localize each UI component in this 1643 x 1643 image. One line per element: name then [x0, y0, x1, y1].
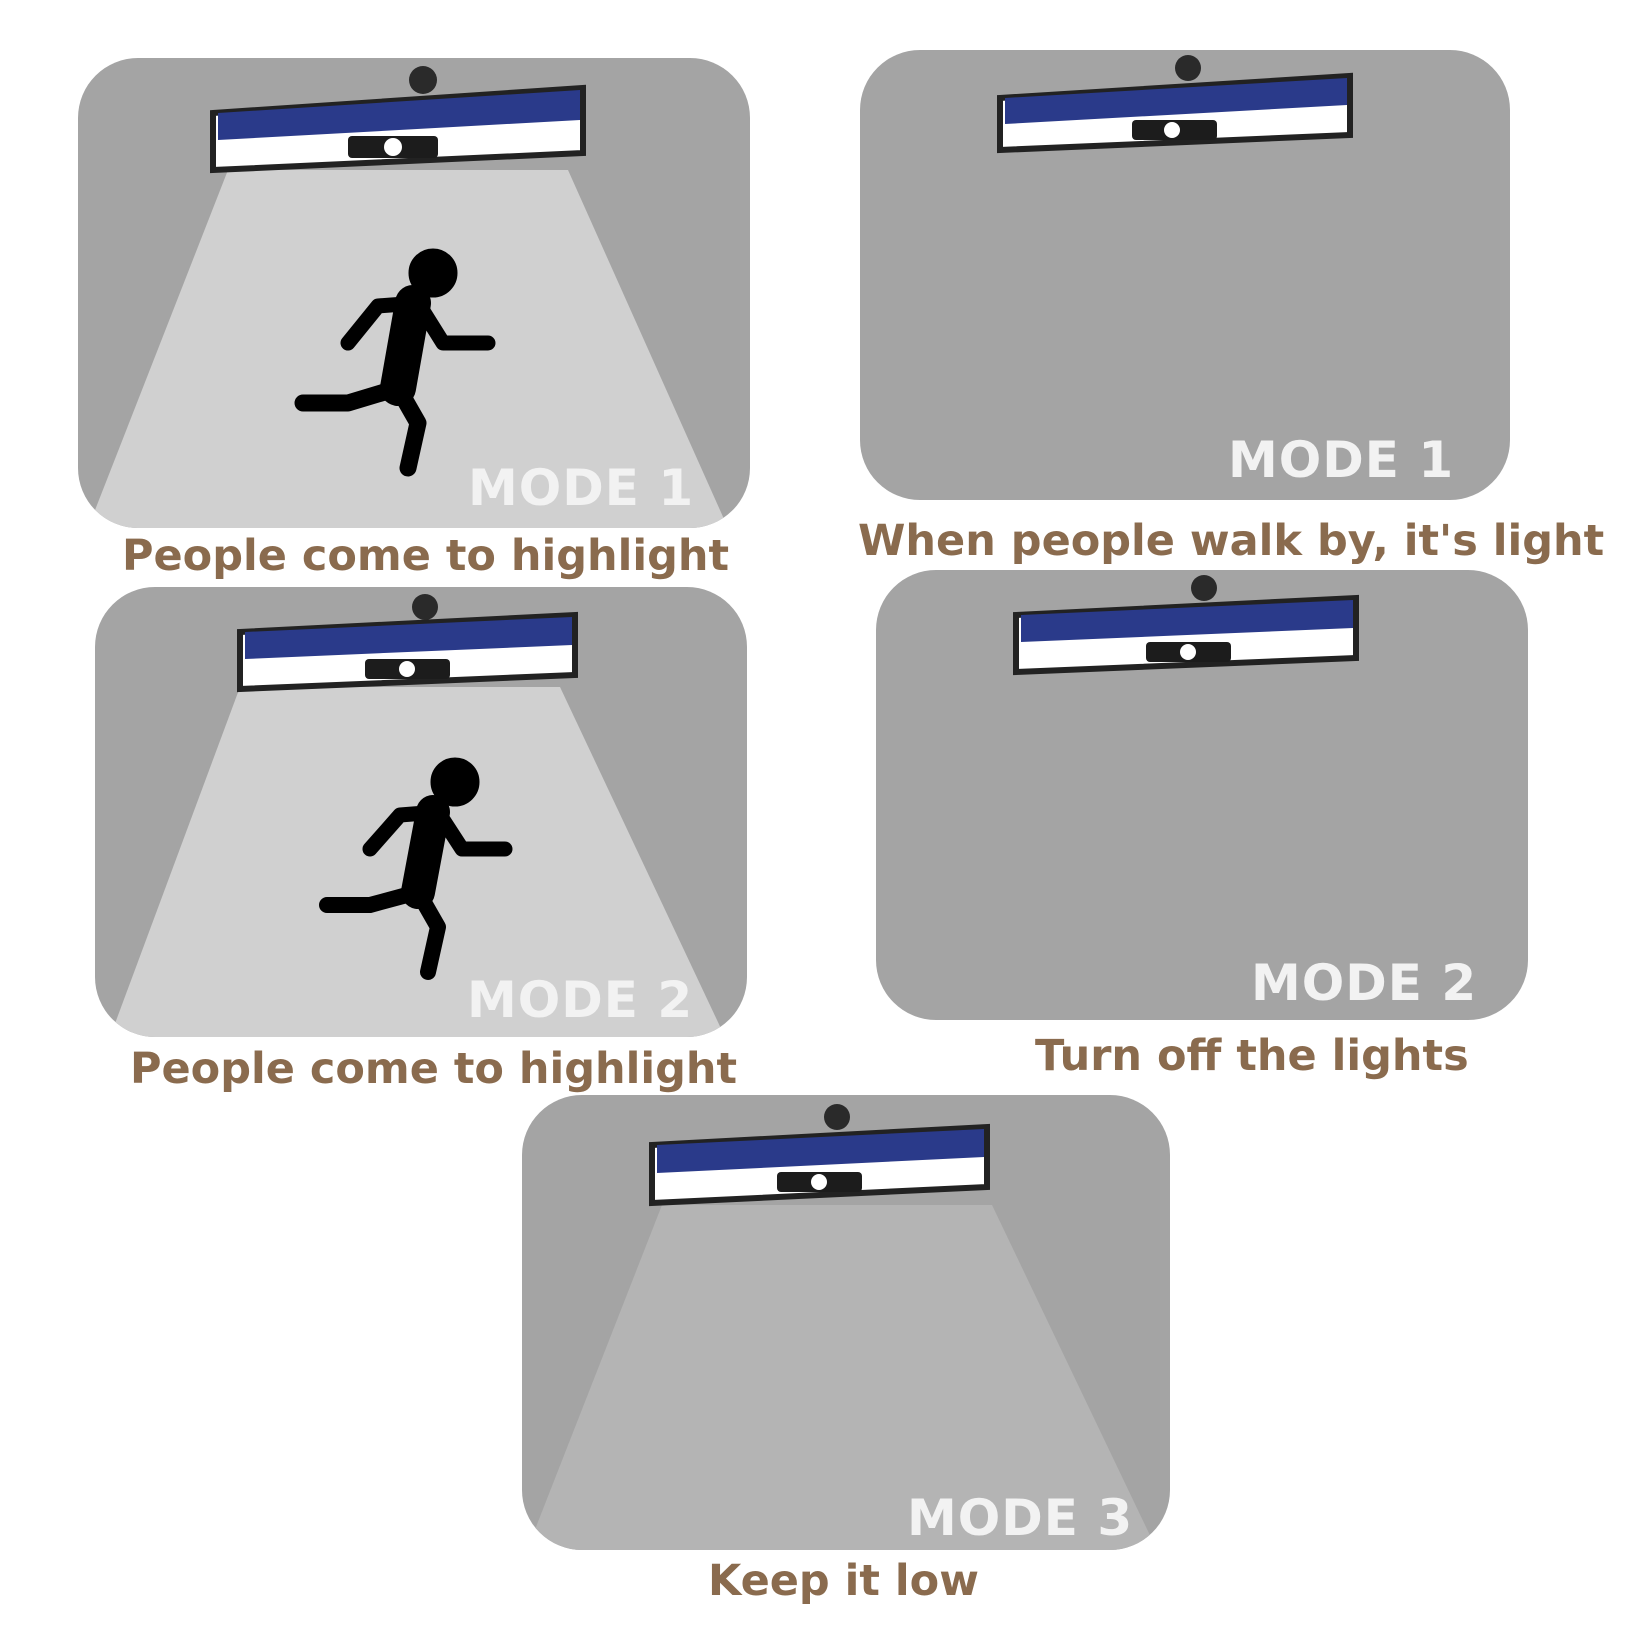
scene-illustration — [997, 55, 1353, 154]
panel-caption: People come to highlight — [130, 1044, 738, 1094]
scene-illustration — [88, 66, 728, 528]
mode-label: MODE 1 — [1228, 431, 1455, 489]
mode2-idle-panel: MODE 2 — [876, 570, 1528, 1020]
scene-illustration — [110, 594, 725, 1037]
running-person-icon — [319, 757, 513, 980]
mode1-active-panel: MODE 1 — [78, 58, 750, 528]
mode-label: MODE 3 — [907, 1489, 1134, 1547]
solar-lamp-icon — [649, 1104, 990, 1207]
mode2-active-panel: MODE 2 — [95, 587, 747, 1037]
scene-illustration — [1013, 575, 1359, 676]
panel-caption: Keep it low — [708, 1556, 979, 1606]
panel-caption: Turn off the lights — [1035, 1031, 1469, 1081]
mode-label: MODE 1 — [468, 459, 695, 517]
running-person-icon — [294, 248, 496, 477]
panel-caption: People come to highlight — [122, 531, 730, 581]
mode-label: MODE 2 — [1251, 954, 1478, 1012]
mode-label: MODE 2 — [467, 971, 694, 1029]
solar-lamp-icon — [997, 55, 1353, 154]
mode1-idle-panel: MODE 1 — [860, 50, 1510, 500]
mode3-dim-panel: MODE 3 — [522, 1095, 1170, 1550]
solar-lamp-icon — [1013, 575, 1359, 676]
light-beam — [527, 1205, 1157, 1550]
solar-lamp-icon — [210, 66, 586, 174]
panel-caption: When people walk by, it's light — [858, 516, 1605, 566]
scene-illustration — [527, 1104, 1157, 1550]
solar-lamp-icon — [237, 594, 578, 693]
